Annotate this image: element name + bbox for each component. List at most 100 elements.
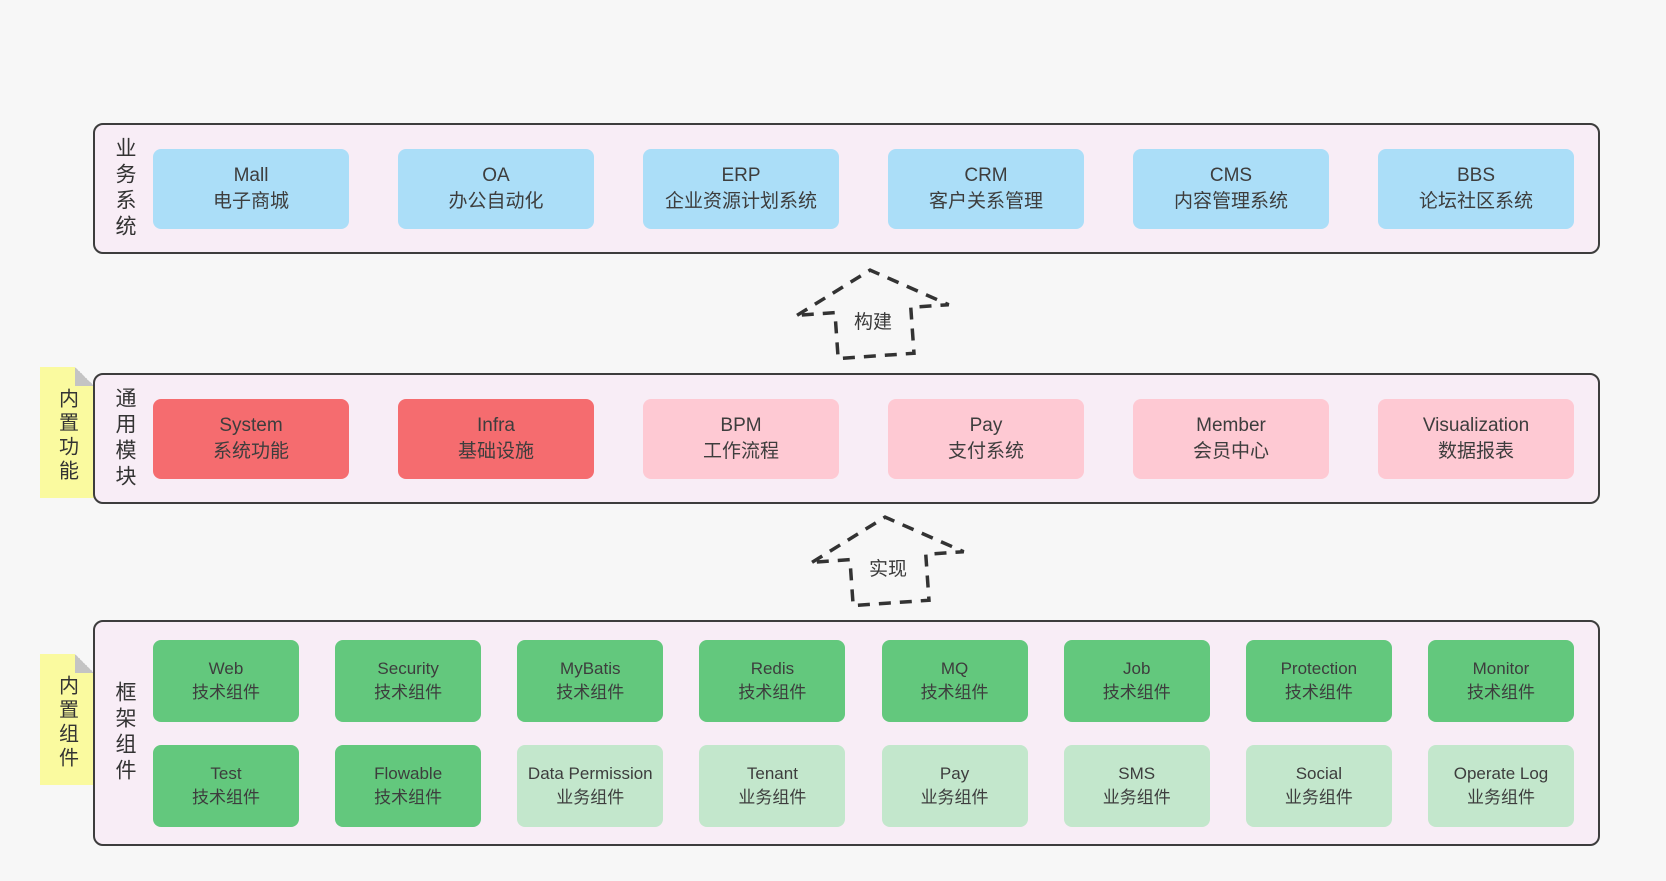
box-title: MyBatis [560, 658, 621, 678]
box-title: Monitor [1472, 658, 1530, 678]
box-subtitle: 技术组件 [374, 682, 443, 702]
sticky-note-text: 内置组件 [55, 674, 78, 771]
box-title: BBS [1456, 164, 1496, 186]
box-subtitle: 业务组件 [920, 787, 989, 807]
box-mall: Mall 电子商城 [153, 148, 349, 229]
box-title: Visualization [1422, 414, 1530, 436]
layer-framework-components: 框架组件 Web 技术组件 Security 技术组件 MyBatis 技术组件… [93, 620, 1600, 846]
box-job: Job 技术组件 [1063, 639, 1210, 722]
box-social: Social 业务组件 [1245, 744, 1392, 827]
box-pay-system: Pay 支付系统 [888, 398, 1084, 479]
box-subtitle: 业务组件 [1284, 787, 1353, 807]
box-title: Job [1122, 658, 1151, 678]
box-erp: ERP 企业资源计划系统 [643, 148, 839, 229]
box-subtitle: 客户关系管理 [928, 190, 1043, 212]
box-tenant: Tenant 业务组件 [699, 744, 846, 827]
layer-label-business: 业务系统 [113, 136, 136, 241]
box-subtitle: 业务组件 [1466, 787, 1535, 807]
build-arrow: 构建 [791, 262, 955, 362]
box-subtitle: 技术组件 [1466, 682, 1535, 702]
box-subtitle: 业务组件 [738, 787, 807, 807]
box-subtitle: 技术组件 [556, 682, 625, 702]
box-system: System 系统功能 [153, 398, 349, 479]
dashed-up-arrow-icon [796, 268, 950, 361]
box-title: Operate Log [1453, 763, 1549, 783]
box-title: Security [377, 658, 439, 678]
box-subtitle: 会员中心 [1192, 440, 1269, 462]
box-subtitle: 基础设施 [457, 440, 534, 462]
box-subtitle: 业务组件 [556, 787, 625, 807]
sticky-note-builtin-features: 内置功能 [40, 367, 94, 498]
folded-corner-icon [75, 654, 94, 673]
box-title: System [219, 414, 283, 436]
box-title: Member [1196, 414, 1266, 436]
layer-label-components: 框架组件 [113, 681, 136, 785]
box-subtitle: 办公自动化 [448, 190, 544, 212]
box-flowable: Flowable 技术组件 [335, 744, 482, 827]
box-title: CRM [964, 164, 1008, 186]
box-title: BPM [720, 414, 762, 436]
box-security: Security 技术组件 [335, 639, 482, 722]
box-test: Test 技术组件 [153, 744, 299, 827]
box-title: Mall [233, 164, 269, 186]
sticky-note-builtin-components: 内置组件 [40, 654, 94, 785]
box-protection: Protection 技术组件 [1245, 639, 1392, 722]
box-web: Web 技术组件 [153, 639, 299, 722]
box-subtitle: 业务组件 [1102, 787, 1171, 807]
box-cms: CMS 内容管理系统 [1133, 148, 1329, 229]
arrow-label: 实现 [863, 553, 913, 582]
arrow-label: 构建 [848, 306, 898, 335]
folded-corner-icon [75, 367, 94, 386]
box-sms: SMS 业务组件 [1063, 744, 1210, 827]
box-mybatis: MyBatis 技术组件 [517, 639, 664, 722]
module-boxes: System 系统功能 Infra 基础设施 BPM 工作流程 Pay 支付系统… [153, 375, 1598, 502]
box-oa: OA 办公自动化 [398, 148, 594, 229]
box-title: Web [208, 658, 244, 678]
layer-common-modules: 通用模块 System 系统功能 Infra 基础设施 BPM 工作流程 Pay… [93, 373, 1600, 504]
layer-label-modules: 通用模块 [113, 386, 136, 491]
box-subtitle: 论坛社区系统 [1418, 190, 1533, 212]
box-subtitle: 系统功能 [212, 440, 289, 462]
box-title: Flowable [374, 763, 443, 783]
sticky-note-text: 内置功能 [55, 387, 78, 484]
component-rows: Web 技术组件 Security 技术组件 MyBatis 技术组件 Redi… [153, 622, 1598, 844]
business-boxes: Mall 电子商城 OA 办公自动化 ERP 企业资源计划系统 CRM 客户关系… [153, 125, 1598, 252]
box-subtitle: 数据报表 [1437, 440, 1514, 462]
box-title: Pay [969, 414, 1003, 436]
box-subtitle: 企业资源计划系统 [664, 190, 817, 212]
box-subtitle: 技术组件 [1284, 682, 1353, 702]
box-title: Protection [1280, 658, 1358, 678]
box-mq: MQ 技术组件 [881, 639, 1028, 722]
box-title: Redis [750, 658, 795, 678]
box-subtitle: 技术组件 [920, 682, 989, 702]
box-subtitle: 电子商城 [212, 190, 289, 212]
realize-arrow: 实现 [806, 509, 970, 609]
box-member: Member 会员中心 [1133, 398, 1329, 479]
component-row-2: Test 技术组件 Flowable 技术组件 Data Permission … [153, 744, 1574, 827]
box-data-permission: Data Permission 业务组件 [517, 744, 664, 827]
box-subtitle: 内容管理系统 [1173, 190, 1288, 212]
box-subtitle: 技术组件 [374, 787, 443, 807]
component-row-1: Web 技术组件 Security 技术组件 MyBatis 技术组件 Redi… [153, 639, 1574, 722]
box-infra: Infra 基础设施 [398, 398, 594, 479]
box-title: CMS [1209, 164, 1253, 186]
dashed-up-arrow-icon [811, 515, 965, 608]
box-redis: Redis 技术组件 [699, 639, 846, 722]
box-bbs: BBS 论坛社区系统 [1378, 148, 1574, 229]
box-title: Pay [939, 763, 970, 783]
box-title: Tenant [746, 763, 798, 783]
box-title: OA [482, 164, 510, 186]
layer-business-systems: 业务系统 Mall 电子商城 OA 办公自动化 ERP 企业资源计划系统 CRM… [93, 123, 1600, 254]
box-title: ERP [721, 164, 761, 186]
box-subtitle: 技术组件 [738, 682, 807, 702]
box-pay-component: Pay 业务组件 [881, 744, 1028, 827]
box-operate-log: Operate Log 业务组件 [1427, 744, 1574, 827]
box-title: Data Permission [527, 763, 653, 783]
box-title: MQ [940, 658, 969, 678]
box-title: SMS [1118, 763, 1156, 783]
box-subtitle: 技术组件 [192, 682, 260, 702]
box-bpm: BPM 工作流程 [643, 398, 839, 479]
box-subtitle: 技术组件 [1102, 682, 1171, 702]
box-crm: CRM 客户关系管理 [888, 148, 1084, 229]
